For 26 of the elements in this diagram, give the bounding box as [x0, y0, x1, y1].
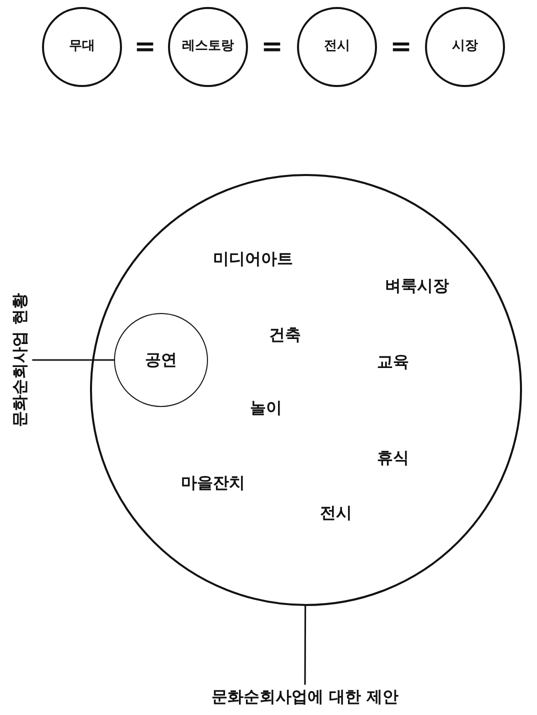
- large-circle: [90, 174, 522, 606]
- circle: [168, 7, 248, 87]
- activity-label: 미디어아트: [213, 250, 293, 268]
- equals-sign: =: [261, 34, 283, 60]
- category-label: 레스토랑: [182, 40, 234, 54]
- activity-label: 벼룩시장: [385, 276, 449, 296]
- activity-label: 공연: [145, 350, 177, 370]
- circle: [114, 313, 208, 407]
- activity-label: 휴식: [377, 448, 409, 468]
- category-label: 시장: [452, 40, 478, 54]
- activity-label: 교육: [377, 352, 409, 372]
- equals-sign: =: [134, 34, 156, 60]
- circle: [42, 7, 122, 87]
- category-label: 전시: [324, 40, 350, 54]
- activity-label: 전시: [320, 504, 352, 522]
- leader-line: [304, 606, 306, 685]
- equals-sign: =: [390, 34, 412, 60]
- caption: 문화순회사업에 대한 제안: [211, 688, 399, 706]
- activity-label: 마을잔치: [181, 474, 245, 492]
- circle: [425, 7, 505, 87]
- activity-label: 놀이: [250, 398, 282, 418]
- vertical-caption: 문화순회사업 현황: [10, 293, 30, 427]
- circle: [297, 7, 377, 87]
- category-label: 무대: [69, 40, 95, 54]
- activity-label: 건축: [269, 326, 301, 344]
- leader-line: [32, 359, 114, 361]
